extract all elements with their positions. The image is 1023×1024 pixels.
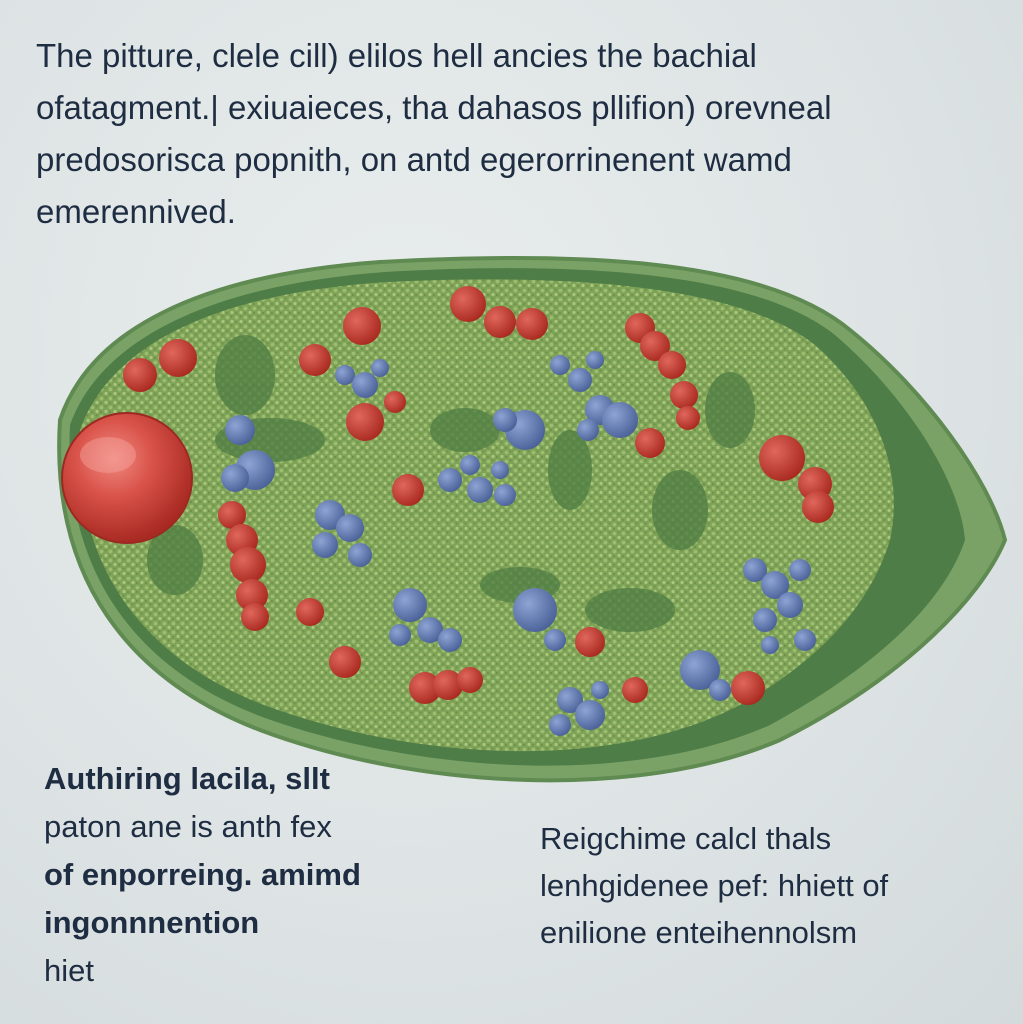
left-annotation: Authiring lacila, sllt paton ane is anth… [44, 755, 361, 995]
large-red-organelle [61, 412, 193, 544]
red-organelles [123, 286, 834, 705]
intro-line: The pitture, clele cill) elilos hell anc… [36, 37, 757, 74]
left-annotation-line: paton ane is anth fex [44, 809, 332, 844]
right-annotation-line: enilione enteihennolsm [540, 915, 858, 950]
left-annotation-line: ingonnnention [44, 905, 260, 940]
intro-line: predosorisca popnith, on antd egerorrine… [36, 141, 792, 178]
intro-text: The pitture, clele cill) elilos hell anc… [36, 30, 832, 238]
left-annotation-line: of enporreing. amimd [44, 857, 361, 892]
intro-line: ofatagment.| exiuaieces, tha dahasos pll… [36, 89, 832, 126]
left-annotation-line: hiet [44, 953, 94, 988]
right-annotation-line: Reigchime calcl thals [540, 821, 832, 856]
right-annotation: Reigchime calcl thals lenhgidenee pef: h… [540, 815, 888, 956]
blue-clusters [221, 351, 816, 736]
large-red-organelle-highlight [80, 437, 136, 473]
left-annotation-line: Authiring lacila, sllt [44, 761, 330, 796]
intro-line: emerennived. [36, 193, 236, 230]
right-annotation-line: lenhgidenee pef: hhiett of [540, 868, 889, 903]
